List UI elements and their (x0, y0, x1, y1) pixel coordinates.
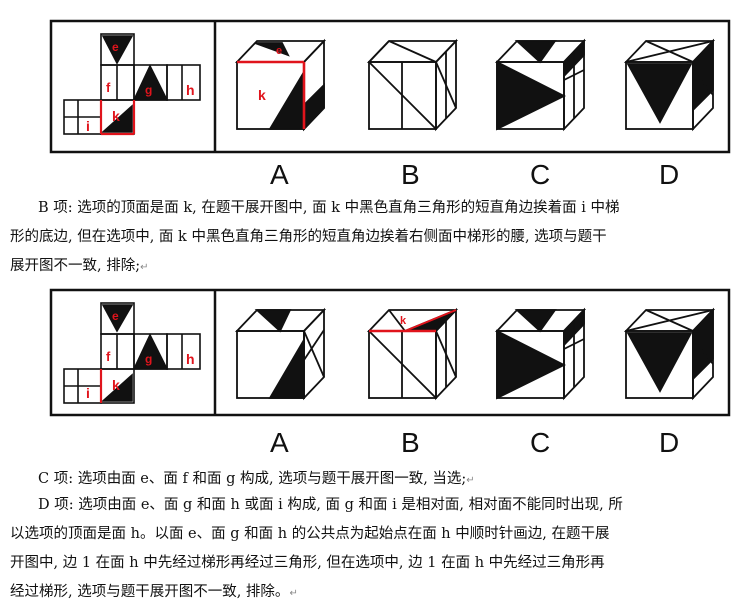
face2-label-i: i (86, 385, 90, 401)
explanation-d: D 项: 选项由面 e、面 g 和面 h 或面 i 构成, 面 g 和面 i 是… (10, 491, 740, 608)
face2-label-e: e (112, 309, 119, 323)
cube-net-2: e f g h i k (63, 302, 201, 404)
face2-label-g: g (145, 352, 152, 366)
explanation-c-line-1: C 项: 选项由面 e、面 f 和面 g 构成, 选项与题干展开图一致, 当选; (38, 471, 467, 487)
face-label-g: g (145, 83, 152, 97)
cube-a-face-e: e (276, 45, 282, 57)
cube-option-a: k e (234, 38, 327, 132)
cube-option-b (366, 38, 459, 132)
paragraph-mark: ↵ (140, 262, 149, 273)
paragraph-mark-d: ↵ (289, 588, 298, 599)
option-label-c: C (530, 159, 550, 190)
option2-label-d: D (659, 427, 679, 458)
cube2-option-a (234, 307, 327, 401)
explanation-b: B 项: 选项的顶面是面 k, 在题干展开图中, 面 k 中黑色直角三角形的短直… (10, 194, 740, 282)
explanation-d-line-4: 经过梯形, 选项与题干展开图不一致, 排除。 (10, 584, 290, 600)
cube2-b-face-k: k (400, 315, 407, 327)
option2-label-c: C (530, 427, 550, 458)
cube-option-c (494, 38, 587, 132)
paragraph-mark-c: ↵ (466, 475, 475, 486)
explanation-d-line-3: 开图中, 边 1 在面 h 中先经过梯形再经过三角形, 但在选项中, 边 1 在… (10, 555, 605, 571)
cube-a-face-k: k (258, 87, 266, 103)
face2-label-k: k (112, 377, 120, 393)
figure-panel-2: e f g h i k (49, 288, 731, 458)
explanation-d-line-2: 以选项的顶面是面 h。以面 e、面 g 和面 h 的公共点为起始点在面 h 中顺… (10, 526, 610, 542)
cube2-option-c (494, 307, 587, 401)
option-label-a: A (270, 159, 289, 190)
face-label-h: h (186, 82, 195, 98)
explanation-d-line-1: D 项: 选项由面 e、面 g 和面 h 或面 i 构成, 面 g 和面 i 是… (38, 497, 623, 513)
cube-net: e f g h i k (63, 33, 201, 136)
option2-label-a: A (270, 427, 289, 458)
option-label-b: B (401, 159, 420, 190)
cube2-option-d (623, 307, 716, 401)
face-label-e: e (112, 40, 119, 54)
cube-option-d (623, 38, 716, 132)
figure-panel-1: e f g h i k k e (49, 19, 731, 190)
face2-label-h: h (186, 351, 195, 367)
face-label-i: i (86, 118, 90, 134)
explanation-b-line-3: 展开图不一致, 排除; (10, 258, 141, 274)
explanation-b-line-2: 形的底边, 但在选项中, 面 k 中黑色直角三角形的短直角边挨着右侧面中梯形的腰… (10, 229, 607, 245)
face-label-k: k (112, 108, 120, 124)
face-label-f: f (106, 80, 111, 95)
option-label-d: D (659, 159, 679, 190)
explanation-b-line-1: B 项: 选项的顶面是面 k, 在题干展开图中, 面 k 中黑色直角三角形的短直… (38, 200, 620, 216)
explanation-c: C 项: 选项由面 e、面 f 和面 g 构成, 选项与题干展开图一致, 当选;… (10, 465, 740, 495)
face2-label-f: f (106, 349, 111, 364)
cube2-option-b: k (366, 307, 459, 401)
option2-label-b: B (401, 427, 420, 458)
